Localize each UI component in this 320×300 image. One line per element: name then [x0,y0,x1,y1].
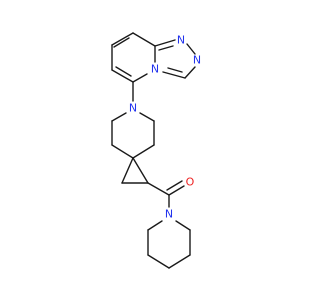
bond [158,45,174,51]
bond [115,66,132,77]
pyridine-ring [111,32,156,83]
bond [168,254,191,269]
bond [111,112,127,122]
bond [111,69,134,83]
spiro-piperidine-ring [111,112,155,159]
atom-label-n-piperidine: N [165,208,173,221]
atom-label-n-triazole-2: N [193,54,201,67]
atom-label-o-carbonyl: O [186,176,195,189]
molecule-drawing: N N N N O N [111,32,201,269]
bond [132,144,155,159]
atom-label-n-spiro: N [129,102,137,115]
triazole-ring [154,39,196,79]
bond [186,43,196,55]
bond [147,254,170,269]
bond [132,157,149,184]
bond [111,144,134,159]
piperidine-ring [147,220,191,269]
bond [132,32,156,47]
structure-canvas: N N N N O N [111,32,201,269]
carbonyl-group [147,180,185,208]
bond [175,220,191,231]
bond [166,180,183,191]
bond [168,185,185,196]
bond [162,71,186,79]
atom-label-n-triazole-1: N [177,34,185,47]
bond [132,73,148,83]
bond [111,32,134,46]
bond [121,157,134,184]
bond [147,220,163,231]
bond [139,112,155,122]
bond [154,39,176,47]
bond [167,67,183,73]
bond [113,37,130,48]
bond [147,182,170,196]
cyclopropane-ring [121,157,149,184]
bond [184,66,196,79]
atom-label-n-bridge: N [151,63,159,76]
